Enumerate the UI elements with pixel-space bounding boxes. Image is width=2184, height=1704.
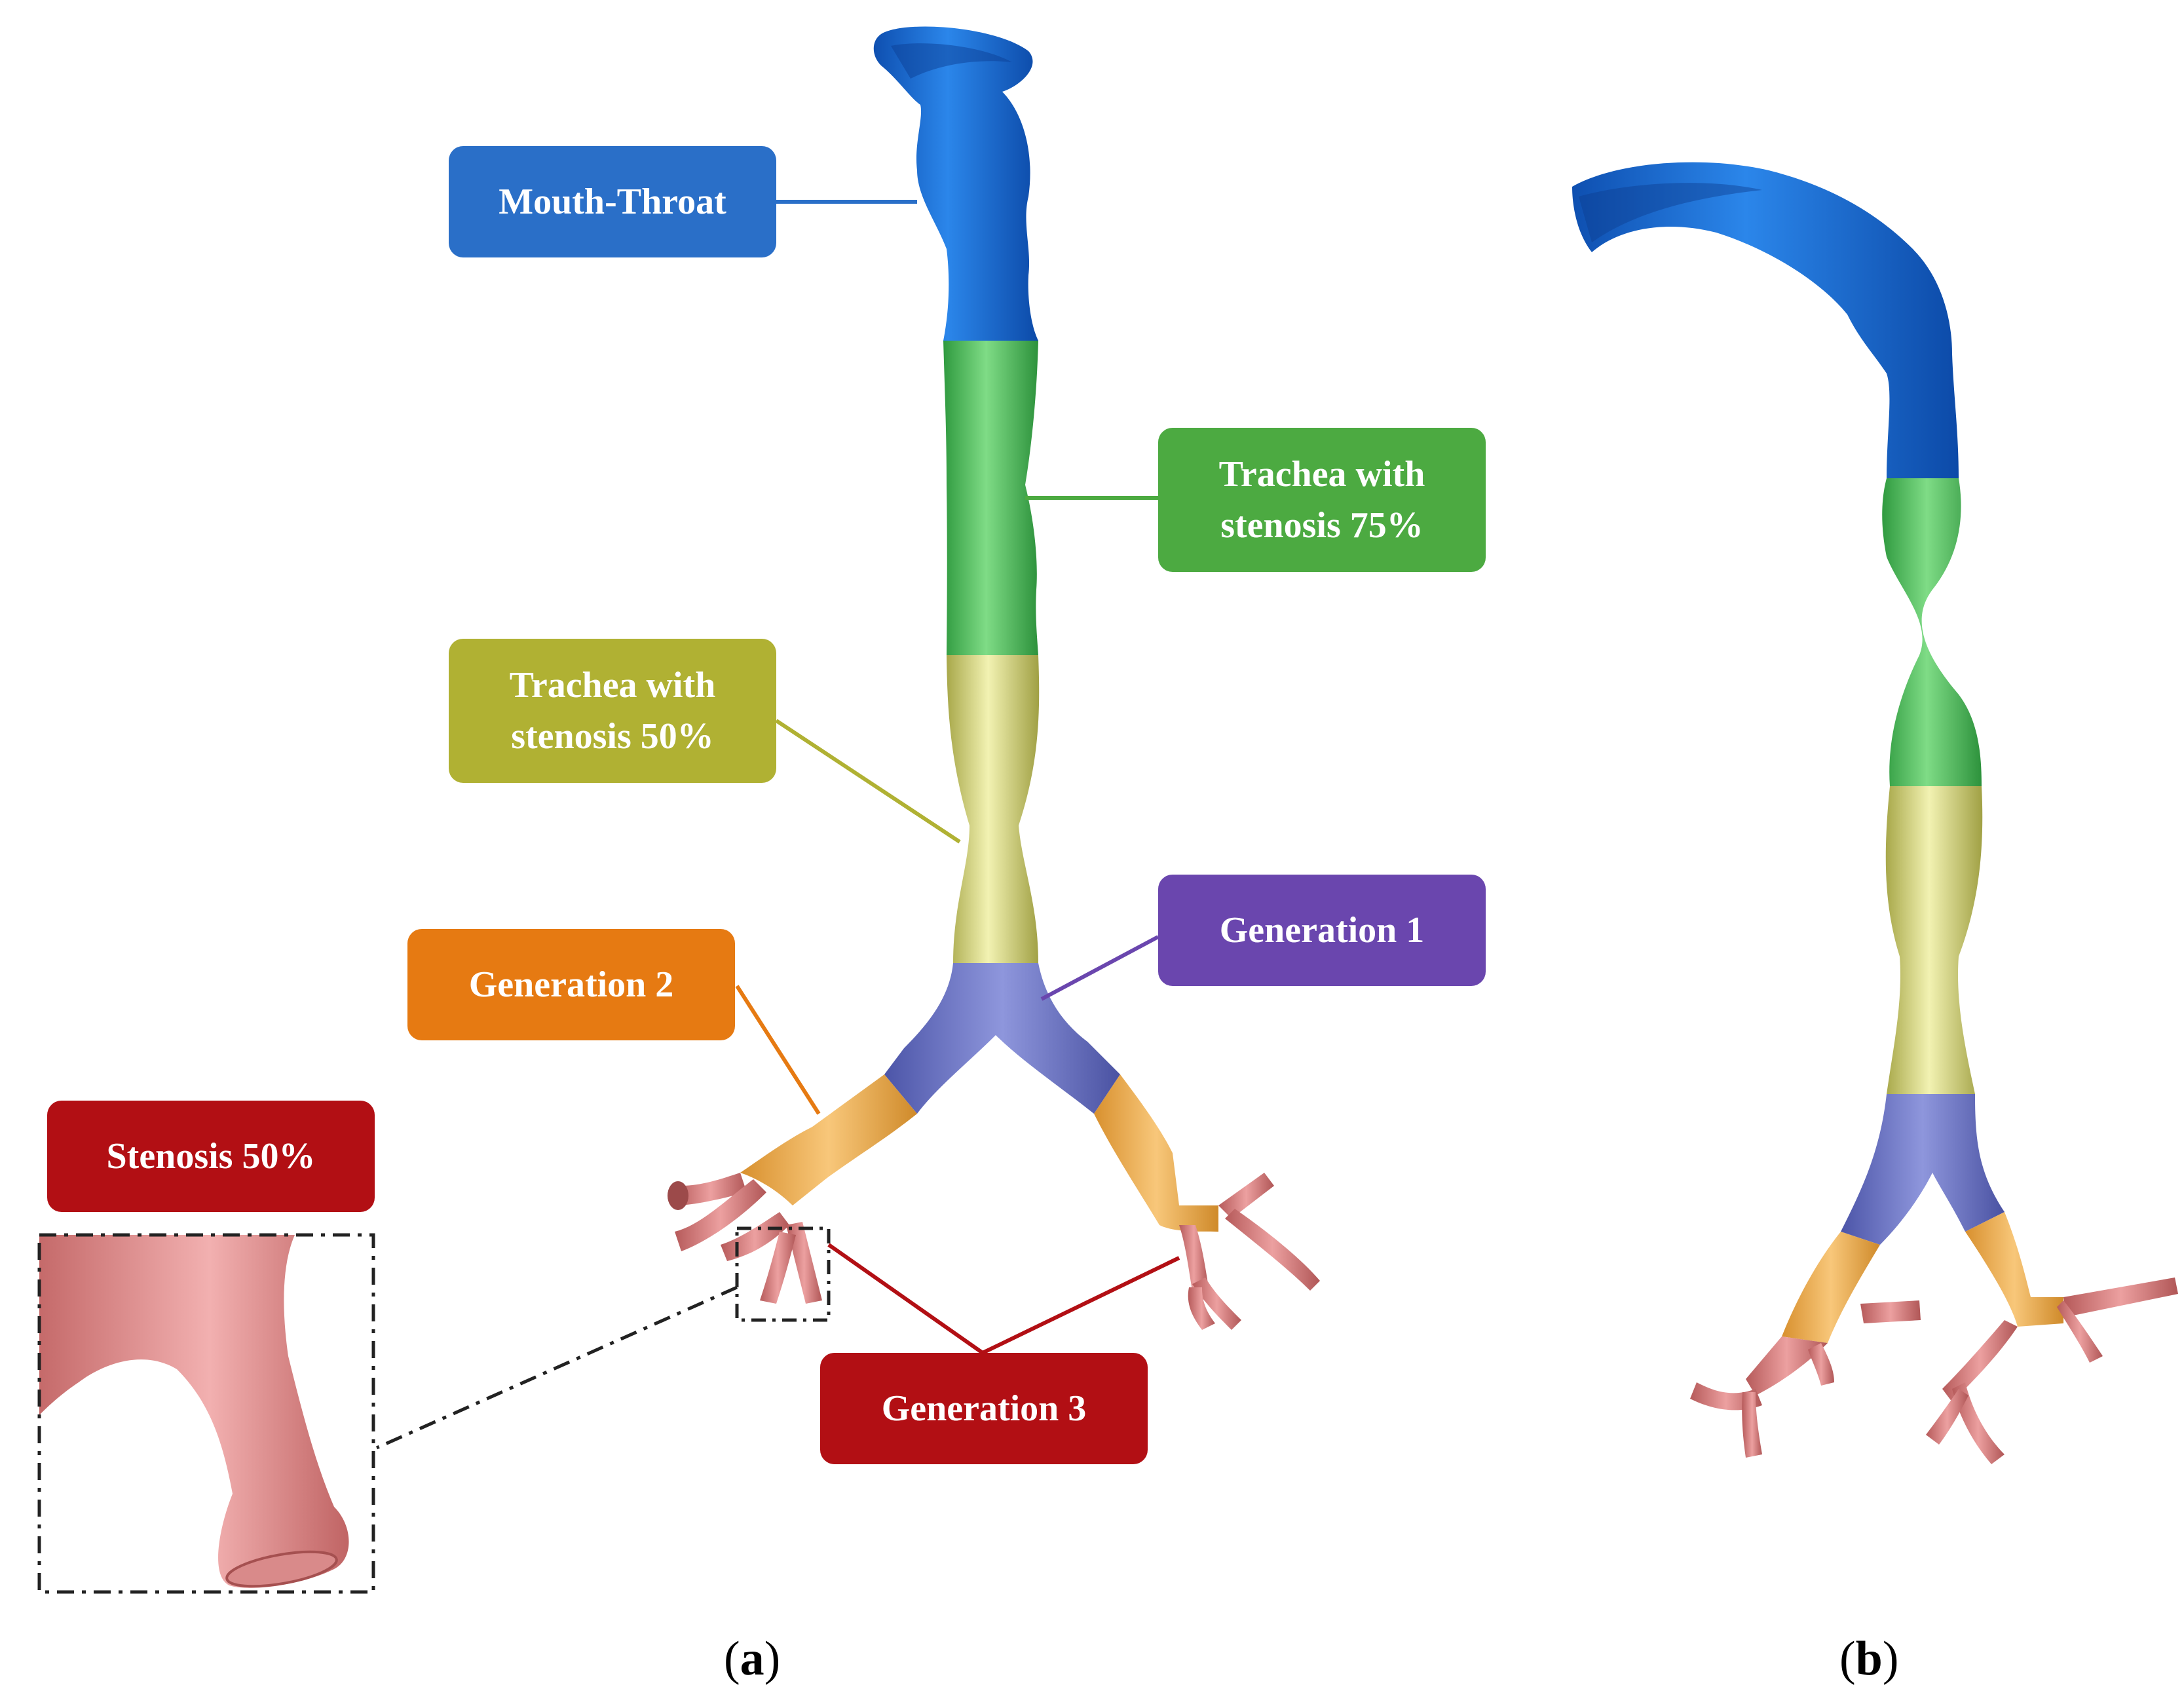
- trachea-50-segment: [947, 655, 1040, 963]
- side-generation-1-segment: [1841, 1094, 2005, 1245]
- generation-3-leader: [827, 1243, 1180, 1355]
- generation-1-leader: [1040, 935, 1159, 1001]
- caption-panel-a-letter: a: [740, 1632, 764, 1686]
- caption-panel-b-letter: b: [1855, 1632, 1883, 1686]
- label-trachea-50: Trachea with stenosis 50%: [449, 639, 776, 783]
- stenosis-zoom-marker: [735, 1226, 831, 1322]
- generation-2-leader: [735, 985, 821, 1115]
- label-mouth-throat-text: Mouth-Throat: [499, 181, 726, 222]
- side-generation-2-left-segment: [1782, 1232, 1880, 1343]
- generation-1-segment: [884, 963, 1120, 1114]
- label-trachea-75: Trachea with stenosis 75%: [1158, 428, 1486, 572]
- label-generation-3: Generation 3: [820, 1353, 1148, 1464]
- mouth-throat-segment: [873, 26, 1038, 341]
- zoom-connector-line: [375, 1285, 738, 1450]
- trachea-75-segment: [943, 341, 1038, 655]
- caption-panel-b: (b): [1839, 1632, 1899, 1686]
- side-generation-2-right-segment: [1965, 1212, 2063, 1327]
- label-generation-3-text: Generation 3: [881, 1388, 1087, 1429]
- label-generation-1-text: Generation 1: [1219, 910, 1425, 951]
- panel-b-airway: [1572, 162, 2178, 1464]
- side-mouth-throat-segment: [1572, 162, 1959, 478]
- label-generation-1: Generation 1: [1158, 875, 1486, 986]
- generation-2-right-segment: [1094, 1074, 1218, 1232]
- label-stenosis-50: Stenosis 50%: [47, 1101, 375, 1212]
- caption-panel-a: (a): [724, 1632, 781, 1686]
- side-generation-3-branches: [1690, 1278, 2178, 1464]
- label-stenosis-50-text: Stenosis 50%: [106, 1136, 316, 1177]
- generation-2-left-segment: [740, 1074, 917, 1205]
- label-generation-2: Generation 2: [407, 929, 735, 1040]
- trachea-50-leader: [775, 719, 961, 844]
- label-trachea-75-text: Trachea with stenosis 75%: [1218, 454, 1425, 546]
- label-mouth-throat: Mouth-Throat: [449, 146, 776, 257]
- side-trachea-50-segment: [1885, 786, 1983, 1094]
- panel-a-airway: [668, 26, 1320, 1330]
- label-trachea-50-text: Trachea with stenosis 50%: [509, 665, 716, 757]
- stenosis-zoom-inset: [37, 1233, 375, 1594]
- generation-3-right-branches: [1179, 1173, 1320, 1330]
- label-generation-2-text: Generation 2: [468, 964, 674, 1005]
- side-trachea-75-segment: [1882, 478, 1982, 786]
